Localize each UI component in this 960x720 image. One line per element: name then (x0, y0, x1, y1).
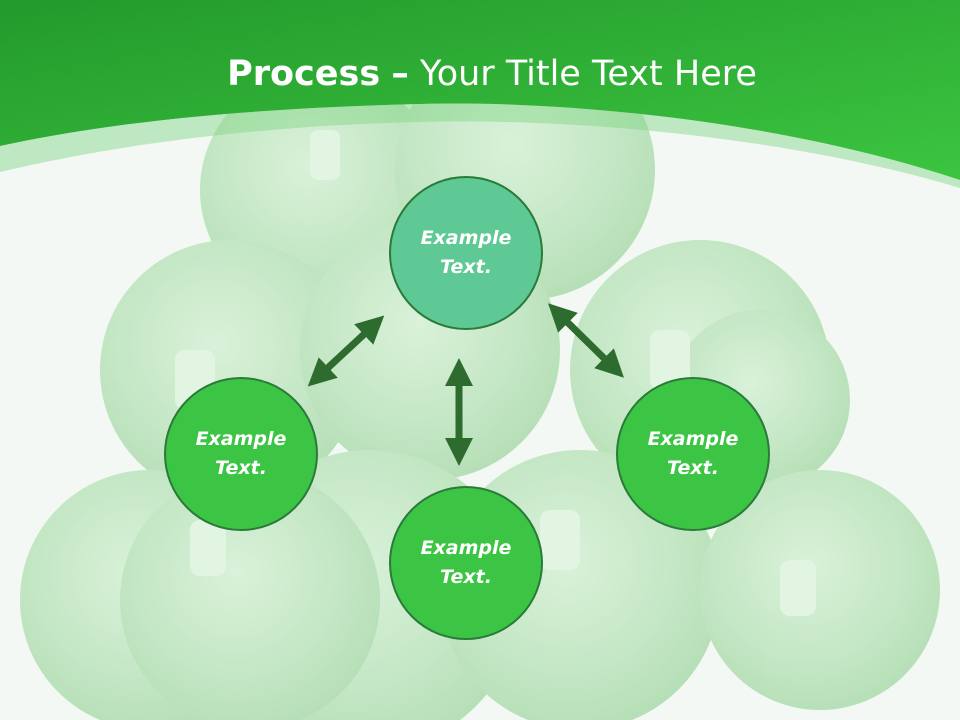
node-left-line2: Text. (215, 457, 267, 479)
node-left[interactable]: Example Text. (164, 377, 318, 531)
node-left-label: Example Text. (196, 425, 287, 483)
node-right-label: Example Text. (648, 425, 739, 483)
node-right-line2: Text. (667, 457, 719, 479)
node-top-line1: Example (420, 227, 512, 249)
node-bottom-line1: Example (420, 537, 512, 559)
node-bottom-label: Example Text. (421, 534, 512, 592)
node-bottom[interactable]: Example Text. (389, 486, 543, 640)
title-rest: Your Title Text Here (419, 54, 757, 94)
title-bold: Process (227, 54, 381, 94)
node-right[interactable]: Example Text. (616, 377, 770, 531)
node-right-line1: Example (647, 428, 739, 450)
node-bottom-line2: Text. (440, 566, 492, 588)
node-top-line2: Text. (440, 256, 492, 278)
node-top[interactable]: Example Text. (389, 176, 543, 330)
node-top-label: Example Text. (421, 224, 512, 282)
node-left-line1: Example (195, 428, 287, 450)
title-dash: – (391, 54, 409, 94)
slide-title: Process – Your Title Text Here (0, 52, 960, 96)
